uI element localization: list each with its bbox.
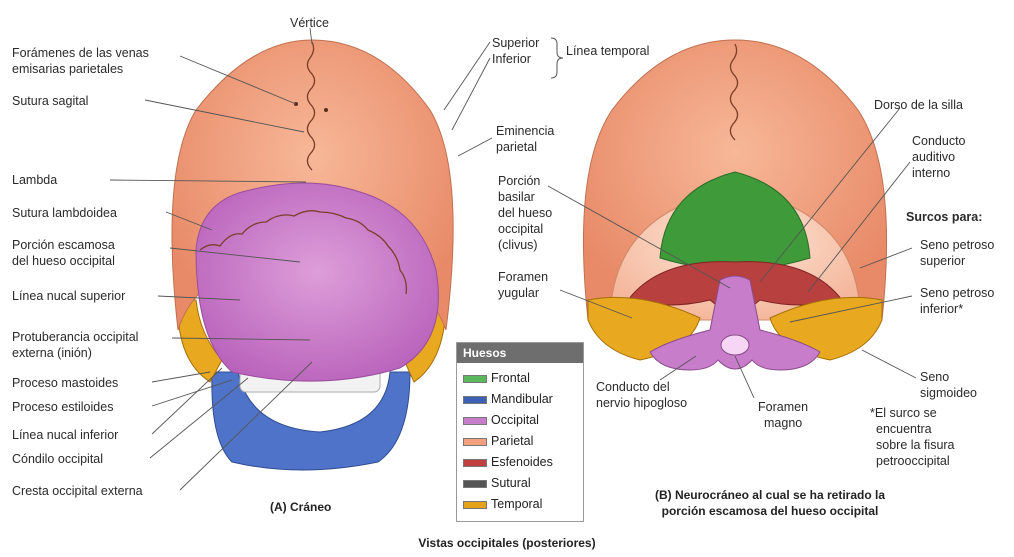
label-porcion-basilar-3: del hueso (498, 206, 552, 220)
label-linea-nucal-inferior: Línea nucal inferior (12, 428, 118, 442)
legend-label: Mandibular (491, 392, 553, 406)
label-proceso-mastoides: Proceso mastoides (12, 376, 118, 390)
label-nota-3: sobre la fisura (876, 438, 955, 452)
label-dorso-silla: Dorso de la silla (874, 98, 963, 112)
legend-label: Temporal (491, 497, 542, 511)
legend-label: Esfenoides (491, 455, 553, 469)
label-linea-temporal: Línea temporal (566, 44, 649, 58)
label-seno-sigmoideo-2: sigmoideo (920, 386, 977, 400)
label-nota-4: petrooccipital (876, 454, 950, 468)
label-eminencia-2: parietal (496, 140, 537, 154)
legend-label: Parietal (491, 434, 533, 448)
label-protuberancia-1: Protuberancia occipital (12, 330, 138, 344)
label-nota-1: *El surco se (870, 406, 937, 420)
label-foramen-magno-2: magno (764, 416, 802, 430)
label-porcion-basilar-5: (clivus) (498, 238, 538, 252)
label-porcion-basilar-1: Porción (498, 174, 540, 188)
legend-swatch (463, 396, 487, 404)
label-porcion-escamosa-2: del hueso occipital (12, 254, 115, 268)
label-seno-petroso-sup-2: superior (920, 254, 965, 268)
label-surcos-para: Surcos para: (906, 210, 982, 224)
bracket (551, 38, 563, 78)
foramen-magnum (721, 335, 749, 355)
label-conducto-hipogloso-1: Conducto del (596, 380, 670, 394)
label-foramen-magno-1: Foramen (758, 400, 808, 414)
label-linea-nucal-superior: Línea nucal superior (12, 289, 125, 303)
label-foramen-yugular-2: yugular (498, 286, 539, 300)
label-porcion-basilar-2: basilar (498, 190, 535, 204)
label-foramen-yugular-1: Foramen (498, 270, 548, 284)
label-conducto-auditivo-2: auditivo (912, 150, 955, 164)
label-conducto-hipogloso-2: nervio hipogloso (596, 396, 687, 410)
label-inferior: Inferior (492, 52, 531, 66)
label-protuberancia-2: externa (inión) (12, 346, 92, 360)
label-seno-petroso-inf-1: Seno petroso (920, 286, 994, 300)
label-porcion-escamosa-1: Porción escamosa (12, 238, 115, 252)
caption-b-1: (B) Neurocráneo al cual se ha retirado l… (620, 488, 920, 503)
label-vertice: Vértice (290, 16, 329, 30)
legend-title: Huesos (457, 343, 583, 363)
label-seno-petroso-inf-2: inferior* (920, 302, 963, 316)
caption-main: Vistas occipitales (posteriores) (400, 536, 614, 551)
legend-label: Occipital (491, 413, 539, 427)
legend-swatch (463, 480, 487, 488)
label-nota-2: encuentra (876, 422, 932, 436)
foramen-dot (324, 108, 328, 112)
legend-swatch (463, 501, 487, 509)
label-lambda: Lambda (12, 173, 57, 187)
label-conducto-auditivo-3: interno (912, 166, 950, 180)
label-condilo-occipital: Cóndilo occipital (12, 452, 103, 466)
label-eminencia-1: Eminencia (496, 124, 554, 138)
label-porcion-basilar-4: occipital (498, 222, 543, 236)
legend-swatch (463, 459, 487, 467)
legend-swatch (463, 438, 487, 446)
label-superior: Superior (492, 36, 539, 50)
label-sutura-lambdoidea: Sutura lambdoidea (12, 206, 117, 220)
label-foramenes-1: Forámenes de las venas (12, 46, 149, 60)
legend-swatch (463, 417, 487, 425)
skull-b (583, 40, 886, 370)
label-cresta-occipital: Cresta occipital externa (12, 484, 143, 498)
caption-b-2: porción escamosa del hueso occipital (620, 504, 920, 519)
legend-swatch (463, 375, 487, 383)
label-seno-sigmoideo-1: Seno (920, 370, 949, 384)
label-seno-petroso-sup-1: Seno petroso (920, 238, 994, 252)
label-conducto-auditivo-1: Conducto (912, 134, 966, 148)
label-foramenes-2: emisarias parietales (12, 62, 123, 76)
legend-label: Frontal (491, 371, 530, 385)
label-sutura-sagital: Sutura sagital (12, 94, 88, 108)
caption-a: (A) Cráneo (270, 500, 331, 515)
label-proceso-estiloides: Proceso estiloides (12, 400, 113, 414)
legend-label: Sutural (491, 476, 531, 490)
